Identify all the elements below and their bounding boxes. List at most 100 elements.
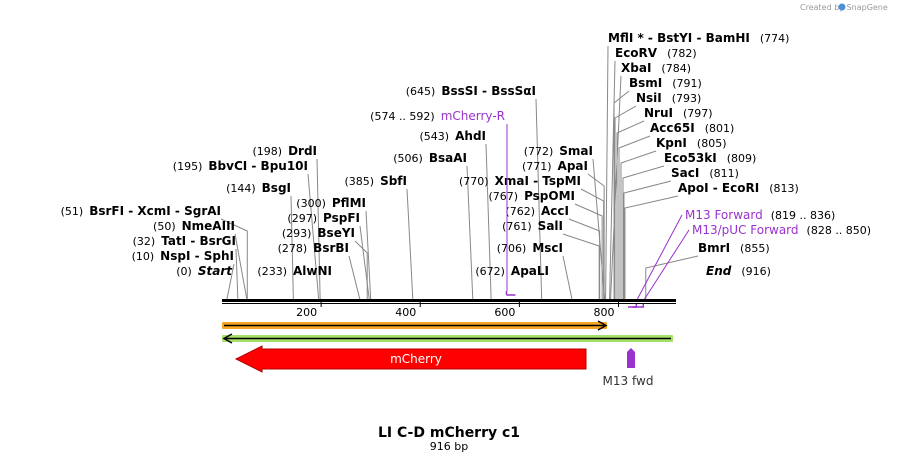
site-label[interactable]: End (916) [706,264,771,278]
site-label[interactable]: (32)TatI - BsrGI [133,234,236,248]
site-label[interactable]: (772) SmaI [524,144,593,158]
site-position: (543) [420,130,450,143]
site-position: (805) [697,137,727,150]
site-position: (774) [760,32,790,45]
site-connector [613,90,630,299]
site-label[interactable]: (385) SbfI [344,174,407,188]
site-label[interactable]: (293)BseYI [282,226,355,240]
site-label[interactable]: (771) ApaI [522,159,588,173]
site-label[interactable]: (278)BsrBI [278,241,349,255]
site-label[interactable]: (672)ApaLI [475,264,549,278]
site-position: (0) [176,265,192,278]
site-connector [359,225,370,300]
enzyme-name: SmaI [559,144,593,158]
site-position: (297) [287,212,317,225]
site-label[interactable]: (51) BsrFI - XcmI - SgrAI [61,204,221,218]
site-position: (782) [667,47,697,60]
site-label[interactable]: (198) DrdI [252,144,317,158]
site-label[interactable]: (645)BssSI - BssSαI [406,84,536,98]
enzyme-name: BsmI [629,76,662,90]
site-label[interactable]: (706)MscI [497,241,563,255]
primer-mcherry-r-bar[interactable] [505,291,516,296]
site-position: (770) [459,175,489,188]
site-label[interactable]: (50)NmeAIII [153,219,235,233]
enzyme-name: PspFI [323,211,360,225]
feature-mcherry[interactable]: mCherry [234,345,587,373]
site-position: (198) [252,145,282,158]
site-position: (278) [278,242,308,255]
site-connector [605,45,609,300]
enzyme-name: BmrI [698,241,730,255]
site-label[interactable]: BmrI (855) [698,241,770,255]
site-label[interactable]: (762) AccI [505,204,569,218]
site-connector [226,263,235,300]
site-connector [645,255,699,299]
site-label[interactable]: SacI(811) [671,166,739,180]
enzyme-name: ApaLI [511,264,549,278]
site-label[interactable]: (543) AhdI [420,129,486,143]
enzyme-name: SalI [538,219,563,233]
site-label[interactable]: KpnI(805) [656,136,727,150]
site-label[interactable]: (770) XmaI - TspMI [459,174,581,188]
site-label[interactable]: (195)BbvCI - Bpu10I [173,159,308,173]
site-label[interactable]: ApoI - EcoRI(813) [678,181,799,195]
site-label[interactable]: (0)Start [176,264,233,278]
enzyme-name: End [706,264,732,278]
enzyme-name: ApoI - EcoRI [678,181,759,195]
enzyme-name: PflMI [332,196,366,210]
enzyme-name: DrdI [288,144,317,158]
primer-label[interactable]: M13/pUC Forward(828 .. 850) [692,223,871,237]
enzyme-name: XmaI - TspMI [495,174,581,188]
site-label[interactable]: (10)NspI - SphI [132,249,234,263]
site-connector [562,255,573,300]
site-label[interactable]: EcoRV(782) [615,46,697,60]
site-label[interactable]: NruI(797) [644,106,713,120]
site-label[interactable]: BsmI(791) [629,76,702,90]
site-position: (855) [740,242,770,255]
site-position: (771) [522,160,552,173]
site-position: (916) [741,265,771,278]
site-label[interactable]: NsiI(793) [636,91,701,105]
site-label[interactable]: (297) PspFI [287,211,360,225]
site-label[interactable]: (506)BsaAI [393,151,467,165]
site-position: (10) [132,250,155,263]
site-position: (767) [488,190,518,203]
site-label[interactable]: (233)AlwNI [257,264,332,278]
site-label[interactable]: (761)SalI [502,219,563,233]
site-label[interactable]: Eco53kI(809) [664,151,756,165]
site-position: (51) [61,205,84,218]
site-label[interactable]: (300)PflMI [296,196,366,210]
site-label[interactable]: XbaI(784) [621,61,691,75]
primer-label[interactable]: M13 Forward(819 .. 836) [685,208,835,222]
enzyme-name: XbaI [621,61,651,75]
enzyme-name: SbfI [380,174,407,188]
site-connector [220,218,248,299]
enzyme-name: NsiI [636,91,662,105]
site-connector [620,150,657,299]
site-label[interactable]: (767)PspOMI [488,189,575,203]
site-label[interactable]: MflI * - BstYI - BamHI(774) [608,31,789,45]
feature-m13-fwd[interactable]: M13 fwd [603,348,654,388]
site-connector [624,195,679,299]
primer-connector [642,229,690,302]
site-label[interactable]: Acc65I(801) [650,121,734,135]
sequence-backbone-lower [222,303,676,304]
enzyme-name: NruI [644,106,673,120]
primer-bar[interactable] [632,303,645,308]
orf-forward[interactable] [222,320,608,331]
site-connector [485,143,492,300]
site-position: (385) [344,175,374,188]
site-position: (772) [524,145,554,158]
enzyme-name: AccI [541,204,569,218]
site-position: (762) [505,205,535,218]
site-connector [316,158,321,300]
enzyme-name: BsrFI - XcmI - SgrAI [89,204,221,218]
site-label[interactable]: (144)BsgI [226,181,291,195]
feature-mcherry-label: mCherry [390,352,442,366]
site-connector [466,165,474,300]
orf-reverse[interactable] [222,333,673,344]
primer-mcherry-r-label[interactable]: (574 .. 592)mCherry-R [370,109,505,123]
enzyme-name: ApaI [558,159,588,173]
enzyme-name: AhdI [455,129,486,143]
site-position: (32) [133,235,156,248]
